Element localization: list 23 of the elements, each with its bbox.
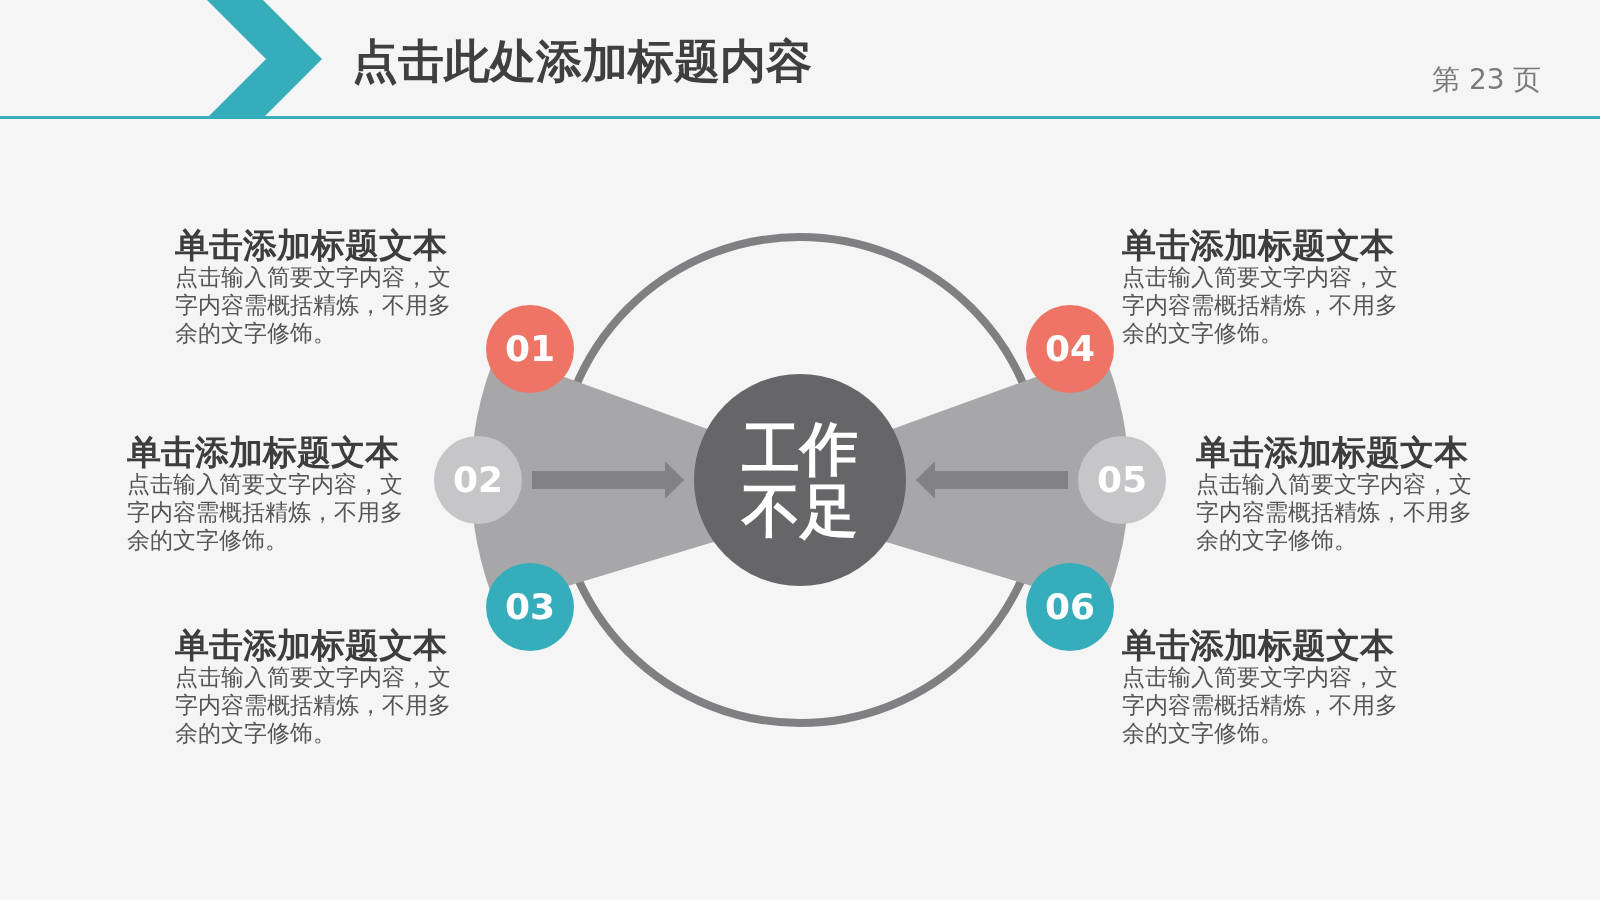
item-heading: 单击添加标题文本 bbox=[1122, 627, 1394, 663]
item-description: 点击输入简要文字内容，文字内容需概括精炼，不用多余的文字修饰。 bbox=[1196, 470, 1473, 554]
item-heading: 单击添加标题文本 bbox=[1122, 227, 1394, 263]
center-circle: 工作不足 bbox=[694, 374, 906, 586]
item-description: 点击输入简要文字内容，文字内容需概括精炼，不用多余的文字修饰。 bbox=[127, 470, 404, 554]
item-heading: 单击添加标题文本 bbox=[1196, 434, 1468, 470]
number-circle: 04 bbox=[1026, 305, 1114, 393]
item-description: 点击输入简要文字内容，文字内容需概括精炼，不用多余的文字修饰。 bbox=[1122, 663, 1399, 747]
item-description: 点击输入简要文字内容，文字内容需概括精炼，不用多余的文字修饰。 bbox=[175, 263, 452, 347]
number-circle: 05 bbox=[1078, 436, 1166, 524]
number-circle: 02 bbox=[434, 436, 522, 524]
number-circle: 01 bbox=[486, 305, 574, 393]
item-heading: 单击添加标题文本 bbox=[175, 227, 447, 263]
number-circle: 03 bbox=[486, 563, 574, 651]
item-description: 点击输入简要文字内容，文字内容需概括精炼，不用多余的文字修饰。 bbox=[175, 663, 452, 747]
slide-title: 点击此处添加标题内容 bbox=[352, 34, 812, 88]
item-description: 点击输入简要文字内容，文字内容需概括精炼，不用多余的文字修饰。 bbox=[1122, 263, 1399, 347]
page-number: 第 23 页 bbox=[1432, 63, 1542, 97]
item-heading: 单击添加标题文本 bbox=[127, 434, 399, 470]
number-circle: 06 bbox=[1026, 563, 1114, 651]
arrow bbox=[916, 461, 1068, 499]
arrow bbox=[532, 461, 684, 499]
item-heading: 单击添加标题文本 bbox=[175, 627, 447, 663]
